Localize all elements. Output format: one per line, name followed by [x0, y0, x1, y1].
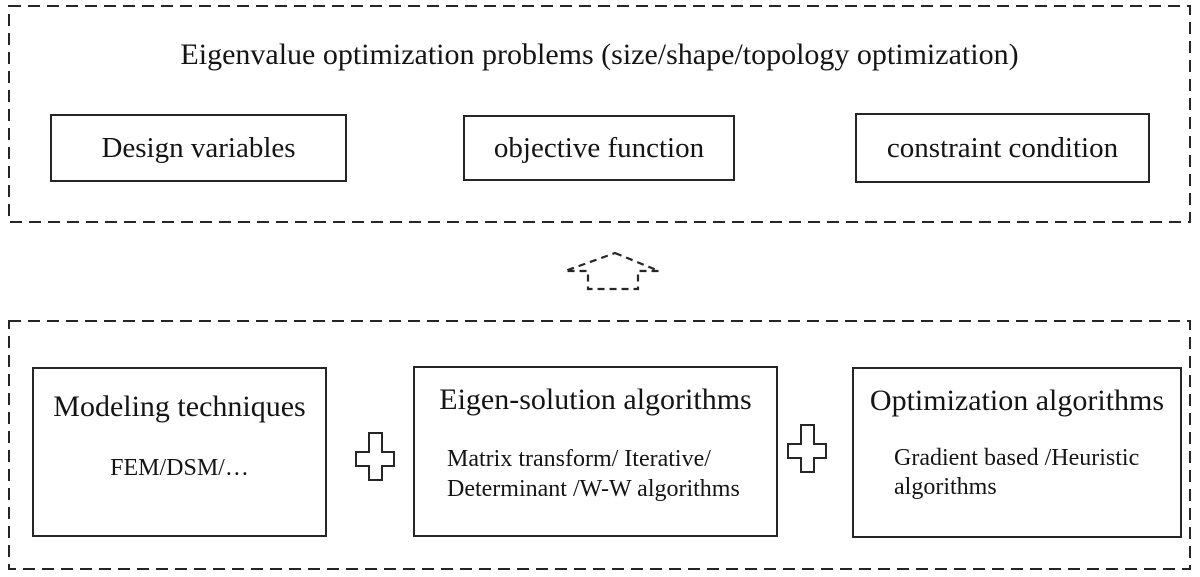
methods-section: Modeling techniques FEM/DSM/… Eigen-solu…	[8, 320, 1191, 570]
eigen-solution-algorithms-title: Eigen-solution algorithms	[439, 383, 752, 416]
detail-line: Matrix transform/ Iterative/	[447, 446, 711, 472]
objective-function-label: objective function	[493, 131, 705, 164]
constraint-condition-box: constraint condition	[855, 113, 1150, 183]
plus-icon	[787, 424, 827, 473]
optimization-algorithms-title: Optimization algorithms	[869, 384, 1165, 417]
optimization-algorithms-detail: Gradient based /Heuristic algorithms	[854, 444, 1180, 502]
design-variables-box: Design variables	[50, 114, 347, 182]
modeling-techniques-title: Modeling techniques	[53, 390, 306, 423]
constraint-condition-label: constraint condition	[886, 131, 1119, 164]
detail-line: FEM/DSM/…	[110, 455, 249, 481]
dashed-border	[8, 320, 1191, 570]
problem-section: Eigenvalue optimization problems (size/s…	[8, 5, 1191, 223]
objective-function-box: objective function	[463, 115, 735, 181]
eigen-solution-algorithms-box: Eigen-solution algorithms Matrix transfo…	[413, 366, 778, 537]
up-arrow-icon	[564, 251, 660, 291]
design-variables-label: Design variables	[101, 131, 296, 164]
modeling-techniques-detail: FEM/DSM/…	[34, 453, 325, 483]
eigen-solution-algorithms-detail: Matrix transform/ Iterative/ Determinant…	[415, 444, 776, 504]
modeling-techniques-box: Modeling techniques FEM/DSM/…	[32, 367, 327, 537]
detail-line: algorithms	[894, 474, 997, 500]
dashed-border	[8, 5, 1191, 223]
detail-line: Gradient based /Heuristic	[894, 445, 1140, 471]
optimization-algorithms-box: Optimization algorithms Gradient based /…	[852, 367, 1182, 538]
detail-line: Determinant /W-W algorithms	[447, 476, 740, 502]
diagram-title: Eigenvalue optimization problems (size/s…	[180, 38, 1019, 71]
plus-icon	[355, 432, 395, 481]
